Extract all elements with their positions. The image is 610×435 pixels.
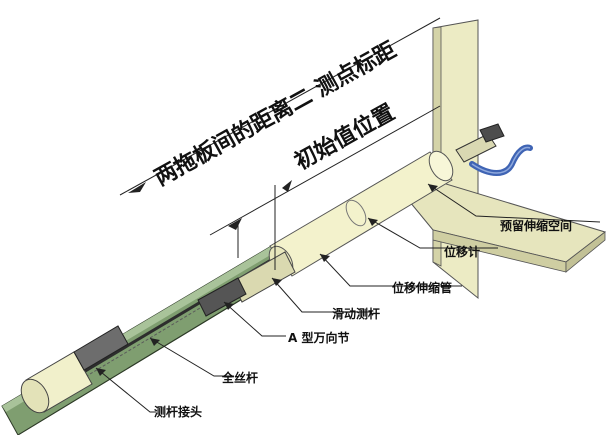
dimension-arrow-left (128, 182, 146, 193)
label-reserved-space: 预留伸缩空间 (500, 218, 572, 233)
callout-arrowheads (96, 184, 438, 376)
label-rod-connector: 测杆接头 (154, 404, 202, 419)
label-displacement-tube: 位移伸缩管 (392, 280, 452, 295)
dimension-arrow-mid (228, 218, 242, 230)
dimension-arrow-right (282, 180, 292, 192)
label-sliding-rod: 滑动测杆 (332, 306, 380, 321)
rod-end-connector (20, 325, 129, 414)
callout-leaders (95, 183, 601, 413)
label-threaded-rod: 全丝杆 (221, 370, 258, 385)
label-a-joint: A 型万向节 (288, 330, 349, 345)
label-displacement-meter: 位移计 (444, 244, 480, 259)
plate-connector (455, 123, 505, 163)
mounting-plate (404, 19, 607, 300)
sliding-rod-sleeve (197, 251, 296, 317)
dimension-lines (119, 17, 441, 270)
